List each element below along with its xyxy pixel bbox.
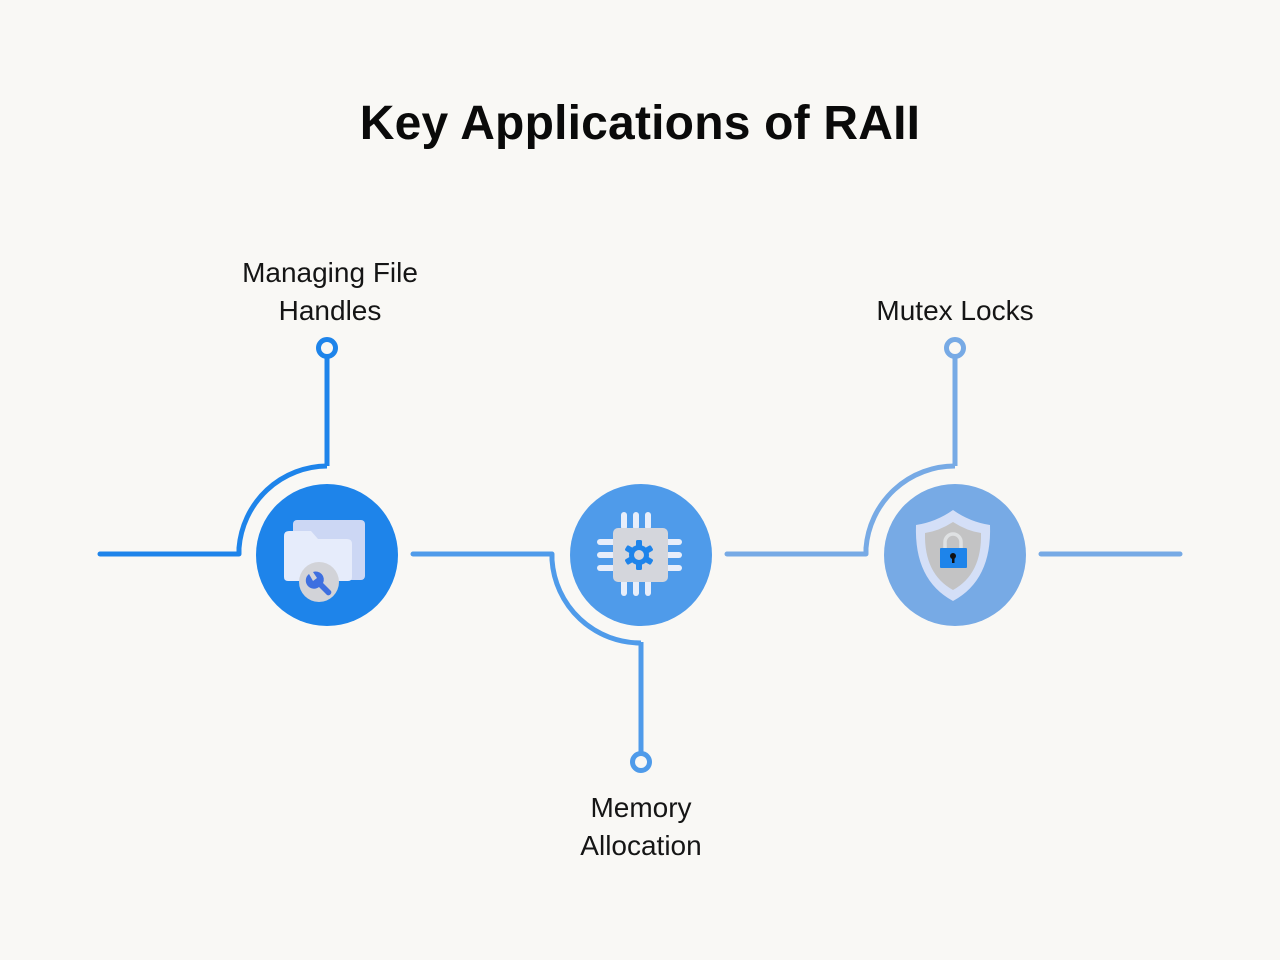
shield-lock-icon	[915, 510, 991, 601]
step-3-label: Mutex Locks	[805, 292, 1105, 330]
step-1-node	[256, 484, 398, 626]
chip-gear-icon	[597, 512, 682, 596]
step-2-label: Memory Allocation	[491, 789, 791, 865]
step-3-arc	[863, 463, 956, 554]
step-1-arc	[236, 463, 328, 554]
step-3-connectors	[863, 337, 1183, 557]
step-3-pin	[944, 337, 966, 359]
step-2-connectors	[549, 551, 869, 773]
step-2-label-line-1: Memory	[590, 792, 692, 823]
step-2-pin	[630, 751, 652, 773]
step-2-arc	[549, 554, 642, 646]
folder-wrench-icon	[284, 520, 365, 602]
page-title: Key Applications of RAII	[359, 97, 921, 150]
step-1-connectors	[97, 337, 555, 557]
step-3-label-line-1: Mutex Locks	[876, 295, 1034, 326]
step-2-node	[570, 484, 712, 626]
step-1-label-line-1: Managing File	[242, 257, 418, 288]
step-1-pin	[316, 337, 338, 359]
step-3-node	[884, 484, 1026, 626]
step-1-label-line-2: Handles	[278, 295, 382, 326]
step-1-label: Managing File Handles	[180, 254, 480, 330]
step-2-label-line-2: Allocation	[580, 830, 702, 861]
